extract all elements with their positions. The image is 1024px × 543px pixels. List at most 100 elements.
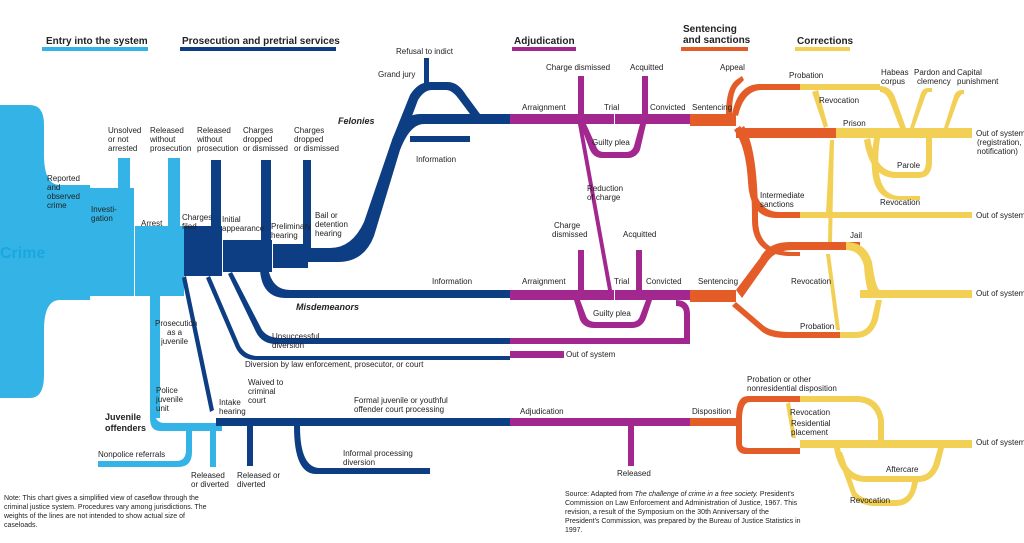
label-reported-2: and xyxy=(47,183,60,192)
label-waived-2: criminal xyxy=(248,387,276,396)
flow-aftercare-revoc xyxy=(836,452,918,506)
label-investigation-1: Investi- xyxy=(91,205,117,214)
flow-fel-to-jail xyxy=(738,126,800,256)
label-revocation-1: Revocation xyxy=(819,96,859,105)
header-prosecution: Prosecution and pretrial services xyxy=(182,36,340,47)
label-revocation-4: Revocation xyxy=(790,408,830,417)
flow-probation-mis-corr xyxy=(840,300,882,338)
flow-released-juv xyxy=(628,426,634,466)
sentencing-flows xyxy=(690,76,860,454)
label-released-entry-3: prosecution xyxy=(150,144,191,153)
flow-unsuccessful-adj xyxy=(510,338,690,344)
label-intake-2: hearing xyxy=(219,407,246,416)
label-reported-3: observed xyxy=(47,192,80,201)
label-dropped2-3: or dismissed xyxy=(294,144,339,153)
label-habeas-1: Habeas xyxy=(881,68,909,77)
flow-probation-mis xyxy=(732,302,840,338)
flow-investigation xyxy=(90,188,134,296)
flow-guilty-mis xyxy=(574,300,652,328)
label-guilty-fel: Guilty plea xyxy=(592,138,630,147)
label-out-fel-3: notification) xyxy=(977,147,1018,156)
label-revocation-5: Revocation xyxy=(850,496,890,505)
label-information-fel: Information xyxy=(416,155,456,164)
label-dropped1-1: Charges xyxy=(243,126,273,135)
label-arrest: Arrest xyxy=(141,219,163,228)
flow-probation-fel-corr xyxy=(800,84,880,90)
flow-to-misdemeanors xyxy=(260,268,510,298)
label-unsuccessful-2: diversion xyxy=(272,341,304,350)
label-trial-fel: Trial xyxy=(604,103,619,112)
flow-sentencing-mis xyxy=(690,290,736,302)
header-bar-corrections xyxy=(795,47,850,51)
flow-probation-mis-revoc xyxy=(826,254,840,330)
flow-charge-dismissed-mis xyxy=(578,250,584,292)
crime-label: Crime xyxy=(0,245,45,262)
header-sentencing-1: Sentencing xyxy=(683,24,737,35)
label-information-mis: Information xyxy=(432,277,472,286)
label-arraignment-fel: Arraignment xyxy=(522,103,566,112)
label-dropped1-3: or dismissed xyxy=(243,144,288,153)
corrections-labels: Probation Revocation Prison Habeas corpu… xyxy=(747,68,1024,505)
label-juvenile-1: Juvenile xyxy=(105,412,141,422)
label-arraignment-mis: Arraignment xyxy=(522,277,566,286)
header-bar-sentencing xyxy=(681,47,748,51)
label-dropped1-2: dropped xyxy=(243,135,272,144)
label-initial-1: Initial xyxy=(222,215,241,224)
label-bail-2: detention xyxy=(315,220,348,229)
flow-prelim-hearing xyxy=(272,244,308,268)
label-guilty-mis: Guilty plea xyxy=(593,309,631,318)
label-probation-juv-2: nonresidential disposition xyxy=(747,384,837,393)
label-investigation-2: gation xyxy=(91,214,113,223)
flow-prison-corr xyxy=(836,128,972,138)
label-unsolved-3: arrested xyxy=(108,144,137,153)
label-convicted-mis: Convicted xyxy=(646,277,682,286)
label-reduction-2: of charge xyxy=(587,193,621,202)
label-intermediate-1: Intermediate xyxy=(760,191,805,200)
label-disposition: Disposition xyxy=(692,407,731,416)
label-formal-2: offender court processing xyxy=(354,405,444,414)
flow-jail-up xyxy=(828,140,834,242)
label-parole: Parole xyxy=(897,161,921,170)
flow-acquitted-mis xyxy=(636,250,642,292)
flow-charges-filed xyxy=(184,226,222,276)
label-released-div2-1: Released or xyxy=(237,471,280,480)
flow-grand-jury xyxy=(392,82,480,148)
label-appeal: Appeal xyxy=(720,63,745,72)
flow-arrest xyxy=(134,226,184,296)
flow-arraignment-mis xyxy=(510,290,690,300)
header-corrections: Corrections xyxy=(797,36,854,47)
label-initial-2: appearance xyxy=(222,224,265,233)
label-misdemeanors: Misdemeanors xyxy=(296,302,359,312)
flow-probation-fel xyxy=(732,84,800,116)
header-bar-adjudication xyxy=(512,47,576,51)
flow-charge-dismissed-fel xyxy=(578,76,584,116)
flow-initial-appearance xyxy=(222,240,272,272)
flow-intermediate-corr xyxy=(800,212,972,218)
label-bail-1: Bail or xyxy=(315,211,338,220)
flow-juv-probation-corr xyxy=(800,396,860,402)
label-adjudication-juv: Adjudication xyxy=(520,407,564,416)
flow-unsuccessful-rejoin xyxy=(676,300,690,344)
flow-jail xyxy=(736,242,860,298)
flow-parole-revoc xyxy=(871,138,920,200)
label-prelim-2: hearing xyxy=(271,231,298,240)
label-released-pros-2: without xyxy=(196,135,223,144)
label-acquitted-fel: Acquitted xyxy=(630,63,663,72)
flow-capital xyxy=(944,90,964,128)
label-revocation-3: Revocation xyxy=(791,277,831,286)
label-police-1: Police xyxy=(156,386,178,395)
label-released-div2-2: diverted xyxy=(237,480,265,489)
header-sentencing-2: and sanctions xyxy=(683,35,751,46)
label-out-of-system-adj: Out of system xyxy=(566,350,616,359)
label-refusal: Refusal to indict xyxy=(396,47,454,56)
label-informal-1: Informal processing xyxy=(343,449,413,458)
label-waived-3: court xyxy=(248,396,267,405)
crime-shape xyxy=(0,105,90,398)
label-charge-dismissed-mis-1: Charge xyxy=(554,221,581,230)
label-diversion: Diversion by law enforcement, prosecutor… xyxy=(245,360,424,369)
label-residential-1: Residential xyxy=(791,419,831,428)
flow-parole xyxy=(864,138,932,178)
label-intake-1: Intake xyxy=(219,398,241,407)
flow-released-entry xyxy=(168,158,180,228)
label-released-entry-1: Released xyxy=(150,126,184,135)
